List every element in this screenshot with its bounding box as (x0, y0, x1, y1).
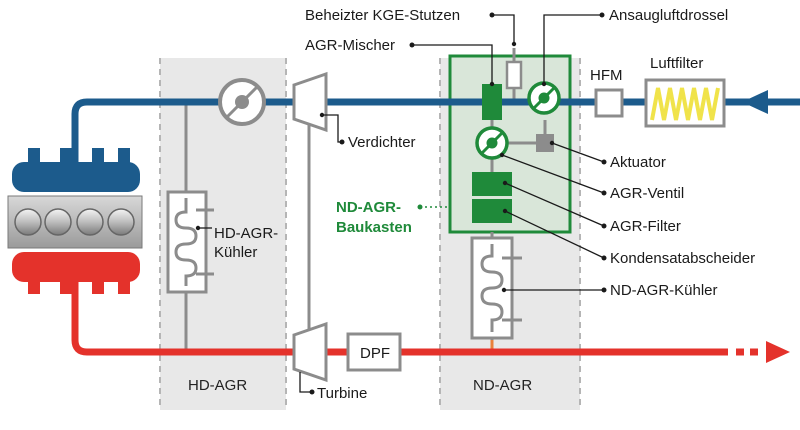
intake-arrow (742, 90, 768, 114)
label-agr-ventil: AGR-Ventil (610, 185, 684, 202)
exhaust-arrow (766, 341, 790, 363)
label-kge-stutzen: Beheizter KGE-Stutzen (305, 7, 460, 24)
nd-agr-cooler (470, 236, 522, 340)
label-ansaugluftdrossel: Ansaugluftdrossel (609, 7, 728, 24)
label-zone-nd-agr: ND-AGR (473, 377, 532, 394)
actuator-box (536, 134, 554, 152)
label-zone-hd-agr: HD-AGR (188, 377, 247, 394)
intake-manifold (12, 162, 140, 192)
label-verdichter: Verdichter (348, 134, 416, 151)
label-dpf: DPF (360, 345, 390, 362)
label-hd-agr-kuehler-1: HD-AGR- (214, 225, 278, 242)
leader-dots (195, 12, 607, 395)
intake-throttle-valve (527, 81, 561, 115)
leader-lines (198, 14, 605, 393)
label-agr-mischer: AGR-Mischer (305, 37, 395, 54)
air-filter (644, 78, 726, 128)
engine (7, 148, 143, 294)
exhaust-pipe (71, 275, 728, 356)
dpf-box (346, 332, 402, 372)
baukasten-leader (417, 204, 450, 210)
kge-stutzen-box (505, 60, 523, 90)
label-nd-agr-baukasten-2: Baukasten (336, 219, 412, 236)
agr-mixer-block (482, 84, 502, 120)
label-agr-filter: AGR-Filter (610, 218, 681, 235)
hfm-box (594, 88, 624, 118)
label-nd-agr-baukasten-1: ND-AGR- (336, 199, 401, 216)
zone-borders (159, 58, 581, 410)
label-luftfilter: Luftfilter (650, 55, 703, 72)
label-turbine: Turbine (317, 385, 367, 402)
hd-agr-throttle-valve (218, 78, 266, 126)
exhaust-manifold (12, 252, 140, 282)
label-kondensatabscheider: Kondensatabscheider (610, 250, 755, 267)
turbine-symbol (292, 321, 328, 383)
label-hd-agr-kuehler-2: Kühler (214, 244, 257, 261)
label-aktuator: Aktuator (610, 154, 666, 171)
agr-valve (475, 126, 509, 160)
compressor-symbol (292, 71, 328, 133)
intake-pipe (71, 98, 800, 162)
label-hfm: HFM (590, 67, 623, 84)
label-nd-agr-kuehler: ND-AGR-Kühler (610, 282, 718, 299)
hd-agr-cooler (166, 190, 214, 294)
